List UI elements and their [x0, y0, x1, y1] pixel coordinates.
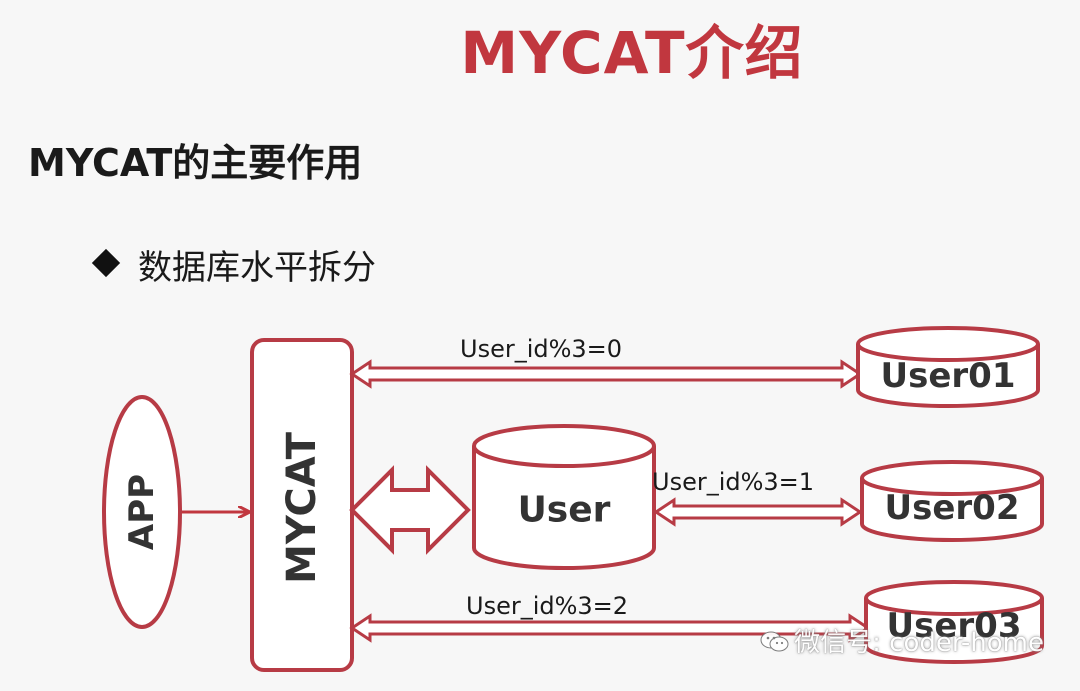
- shard-label-1: User02: [885, 488, 1020, 528]
- watermark: 微信号: coder-home: [760, 622, 1044, 659]
- shard-rule-1: User_id%3=1: [652, 468, 814, 496]
- app-node: APP: [102, 395, 182, 629]
- wechat-icon: [760, 631, 789, 652]
- mycat-label: MYCAT: [279, 431, 325, 584]
- shard-rule-2: User_id%3=2: [466, 592, 628, 620]
- app-label: APP: [122, 474, 162, 550]
- section-heading: MYCAT的主要作用: [28, 141, 363, 185]
- shard-label-2: User03: [887, 606, 1022, 646]
- page-title: MYCAT介绍: [460, 19, 804, 87]
- shard-arrow-user02: User_id%3=1: [652, 468, 863, 527]
- shard-db-user02: User02: [860, 460, 1044, 542]
- mycat-node: MYCAT: [250, 338, 354, 672]
- user-db-label: User: [518, 490, 611, 531]
- bullet-item: 数据库水平拆分: [91, 240, 376, 289]
- bullet-text: 数据库水平拆分: [138, 248, 376, 288]
- shard-rule-0: User_id%3=0: [460, 335, 622, 363]
- shard-db-user03: User03: [864, 580, 1044, 664]
- shard-label-0: User01: [881, 356, 1016, 396]
- shard-db-user01: User01: [856, 326, 1040, 408]
- mycat-user-double-arrow: [349, 465, 471, 555]
- watermark-text: 微信号: coder-home: [794, 628, 1044, 658]
- user-db-cylinder: User: [472, 424, 656, 570]
- shard-arrow-user01: User_id%3=0: [349, 335, 863, 389]
